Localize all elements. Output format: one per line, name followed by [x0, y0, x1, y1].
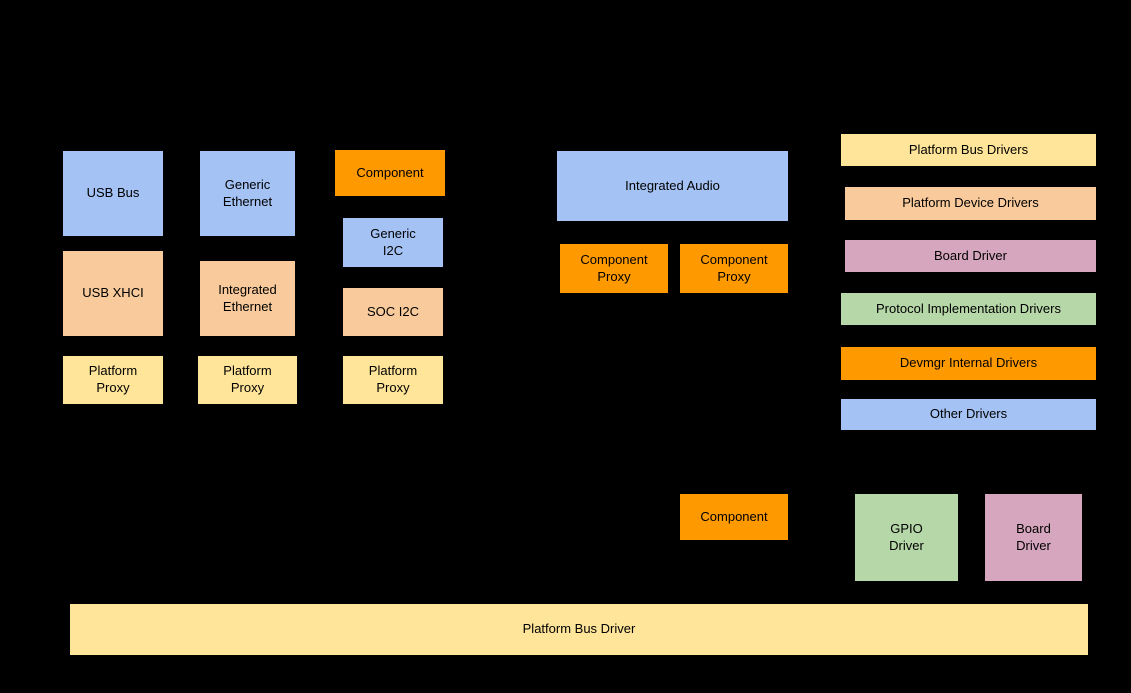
legend-platform-bus-drivers: Platform Bus Drivers: [841, 134, 1096, 166]
box-integrated-audio-label: Integrated Audio: [625, 177, 720, 193]
box-generic-ethernet-label: Generic Ethernet: [222, 176, 273, 209]
box-component-proxy-1: Component Proxy: [560, 244, 668, 293]
box-generic-i2c: Generic I2C: [343, 218, 443, 267]
box-usb-xhci-label: USB XHCI: [82, 285, 144, 301]
box-generic-i2c-label: Generic I2C: [370, 225, 416, 258]
box-integrated-audio: Integrated Audio: [557, 151, 788, 221]
box-integrated-ethernet: Integrated Ethernet: [200, 261, 295, 336]
box-platform-proxy-3-label: Platform Proxy: [368, 363, 418, 395]
box-component-bottom-label: Component: [700, 508, 768, 524]
box-platform-bus-driver: Platform Bus Driver: [70, 604, 1088, 655]
box-component-bottom: Component: [680, 494, 788, 540]
box-platform-proxy-1: Platform Proxy: [63, 356, 163, 404]
box-integrated-ethernet-label: Integrated Ethernet: [218, 281, 277, 314]
legend-platform-device-drivers-label: Platform Device Drivers: [902, 195, 1039, 211]
legend-devmgr-internal-drivers: Devmgr Internal Drivers: [841, 347, 1096, 380]
box-soc-i2c-label: SOC I2C: [366, 303, 419, 319]
box-board-driver-label: Board Driver: [1016, 520, 1051, 553]
legend-platform-device-drivers: Platform Device Drivers: [845, 187, 1096, 220]
legend-other-drivers-label: Other Drivers: [929, 406, 1008, 422]
legend-other-drivers: Other Drivers: [841, 399, 1096, 430]
box-gpio-driver-label: GPIO Driver: [889, 520, 924, 553]
box-usb-bus: USB Bus: [63, 151, 163, 236]
box-board-driver: Board Driver: [985, 494, 1082, 581]
legend-board-driver-label: Board Driver: [934, 247, 1007, 263]
box-gpio-driver: GPIO Driver: [855, 494, 958, 581]
box-component-top: Component: [335, 150, 445, 196]
box-soc-i2c: SOC I2C: [343, 288, 443, 336]
legend-devmgr-internal-drivers-label: Devmgr Internal Drivers: [899, 355, 1038, 371]
box-platform-proxy-1-label: Platform Proxy: [88, 363, 138, 395]
box-generic-ethernet: Generic Ethernet: [200, 151, 295, 236]
legend-board-driver: Board Driver: [845, 240, 1096, 272]
box-component-proxy-1-label: Component Proxy: [580, 251, 648, 284]
legend-protocol-implementation-drivers: Protocol Implementation Drivers: [841, 293, 1096, 325]
box-platform-proxy-2: Platform Proxy: [198, 356, 297, 404]
box-component-proxy-2-label: Component Proxy: [700, 251, 768, 284]
box-platform-proxy-3: Platform Proxy: [343, 356, 443, 404]
box-platform-bus-driver-label: Platform Bus Driver: [522, 621, 636, 637]
box-component-top-label: Component: [356, 164, 424, 180]
box-component-proxy-2: Component Proxy: [680, 244, 788, 293]
box-platform-proxy-2-label: Platform Proxy: [223, 363, 272, 395]
box-usb-bus-label: USB Bus: [86, 185, 140, 201]
legend-platform-bus-drivers-label: Platform Bus Drivers: [908, 141, 1029, 157]
legend-protocol-implementation-drivers-label: Protocol Implementation Drivers: [876, 300, 1061, 316]
box-usb-xhci: USB XHCI: [63, 251, 163, 336]
